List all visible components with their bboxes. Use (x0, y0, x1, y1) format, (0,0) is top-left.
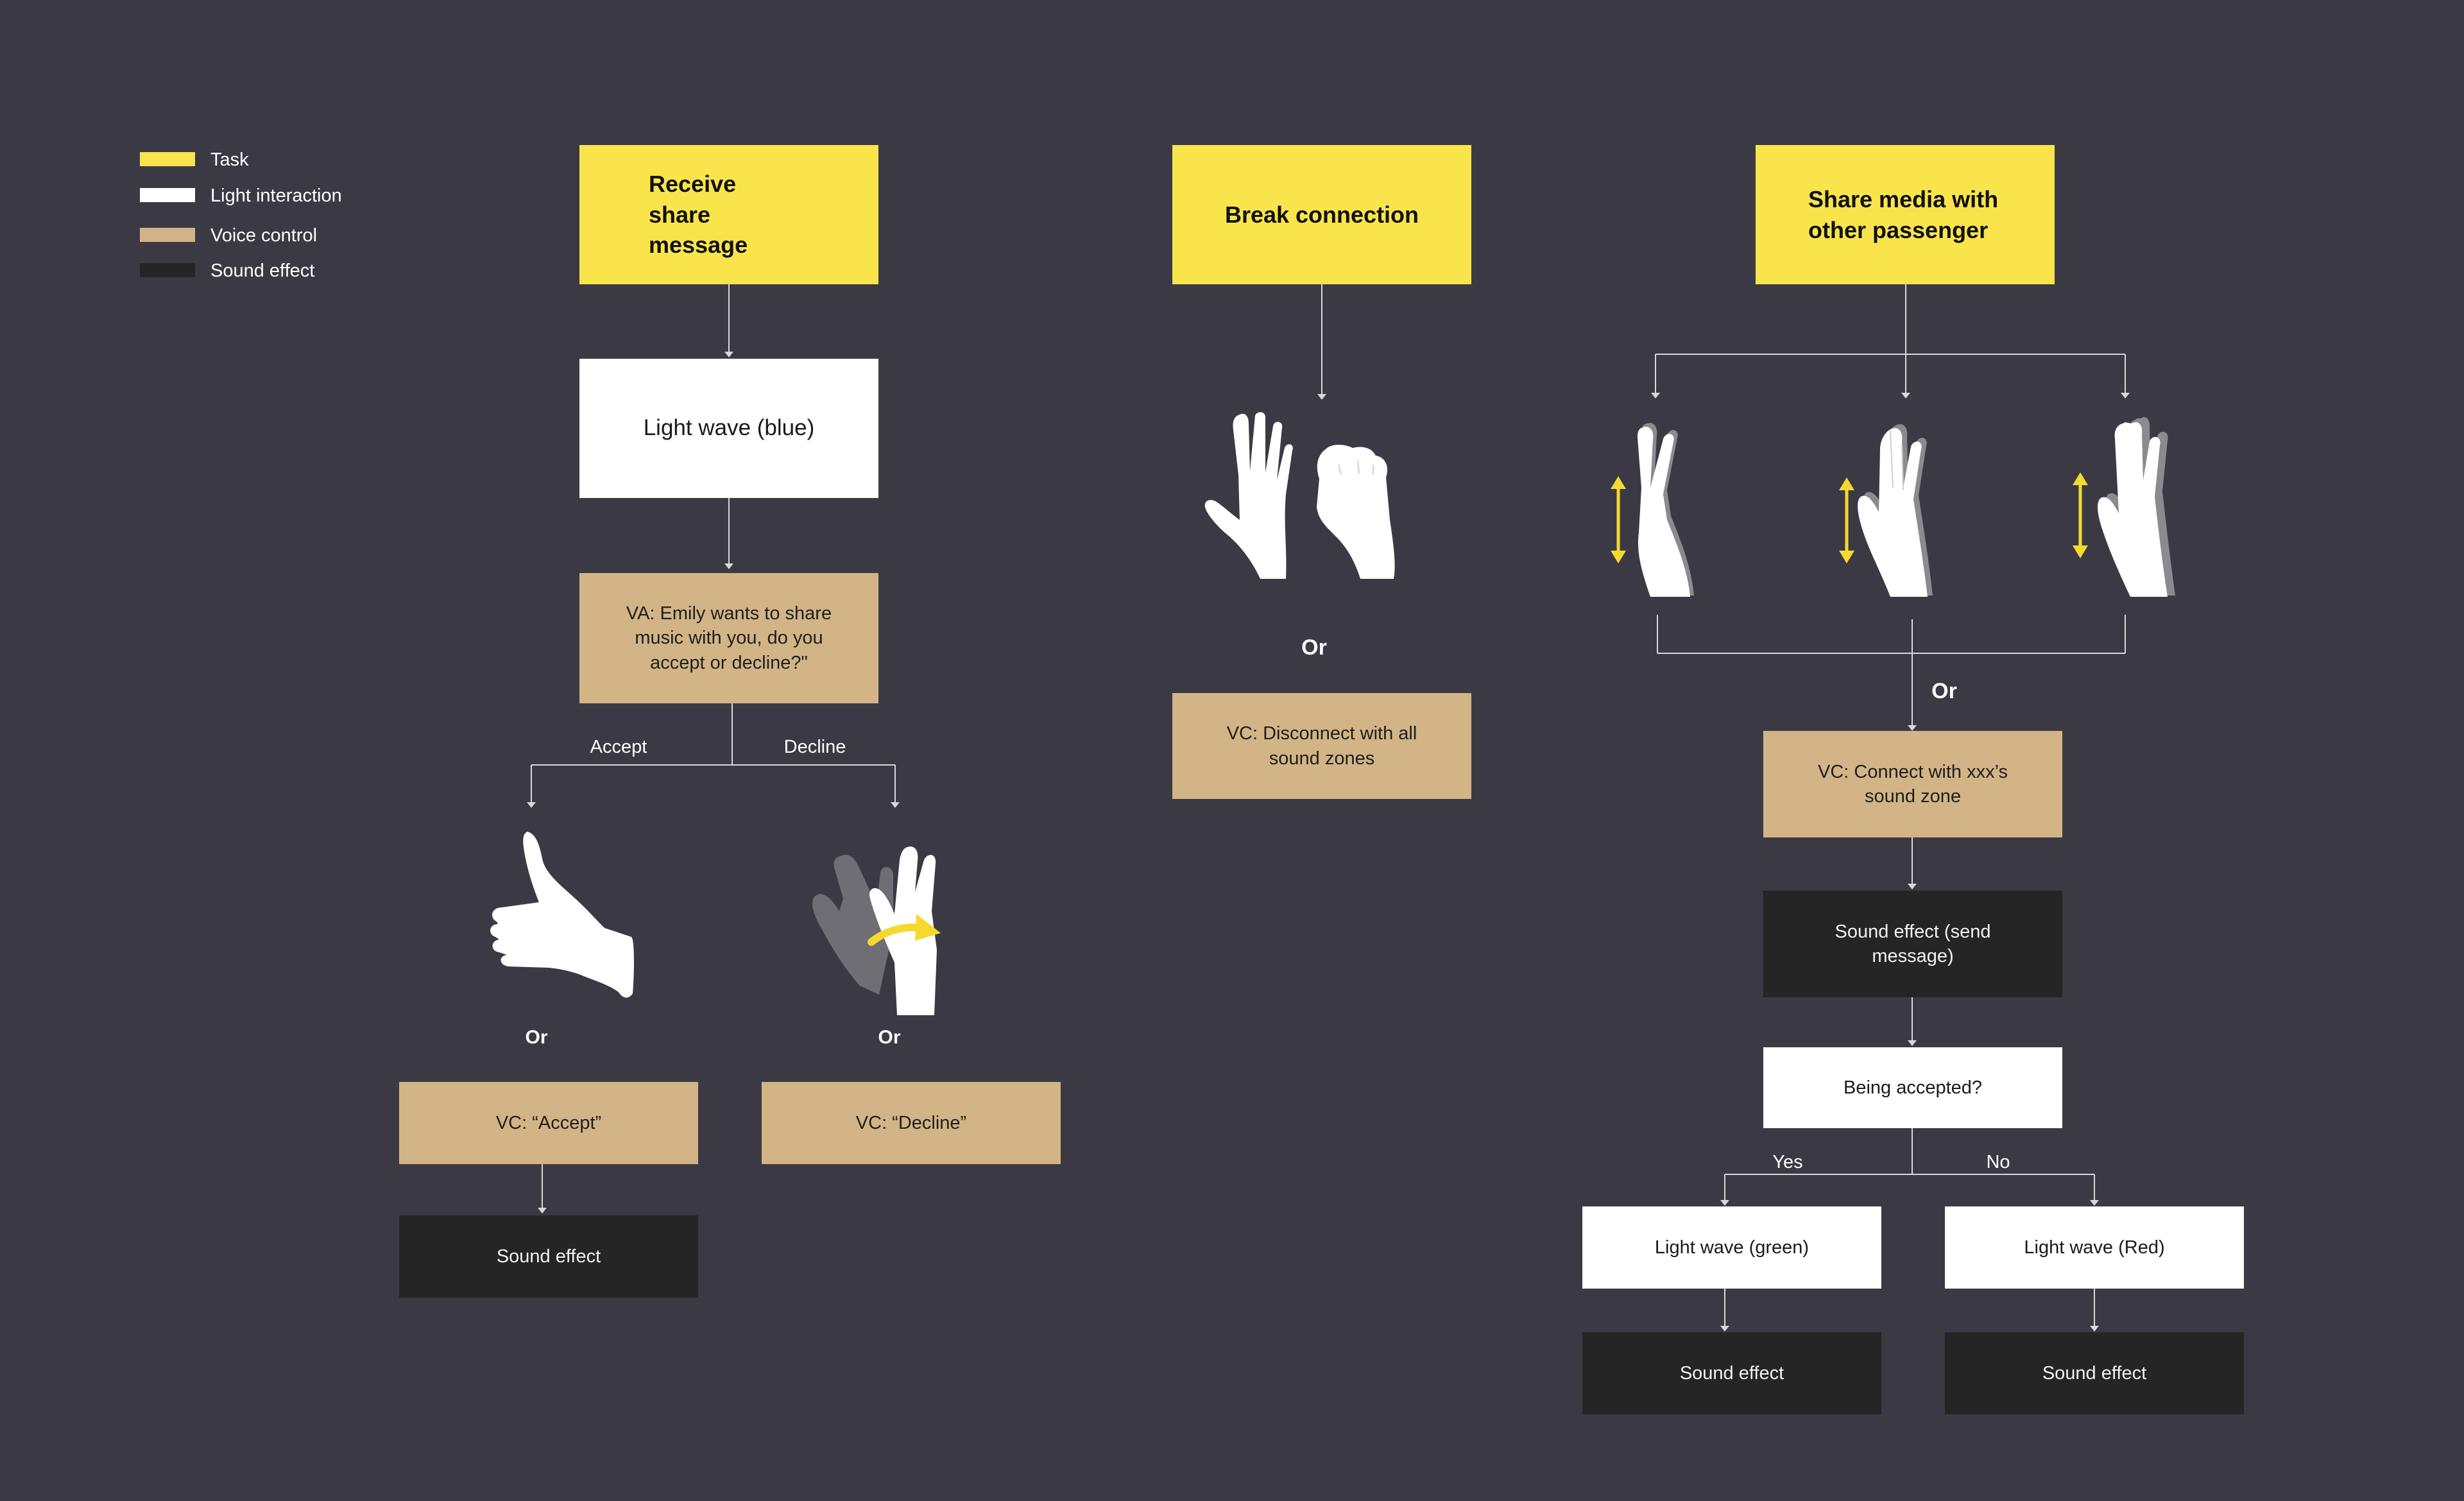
flow1-decline-label: Decline (783, 737, 846, 757)
flow3-light-green-box: Light wave (green) (1582, 1206, 1881, 1289)
flow3-light-red-box: Light wave (Red) (1945, 1206, 2244, 1289)
flow1-or-right: Or (878, 1027, 901, 1048)
legend-swatch-task (140, 152, 195, 166)
open-hand-and-fist-icon (1204, 411, 1403, 584)
legend-label-voice: Voice control (210, 225, 318, 246)
legend-label-task: Task (210, 150, 249, 170)
flow3-or: Or (1931, 679, 1957, 703)
flow1-light-box: Light wave (blue) (579, 359, 878, 498)
flow1-sound-box: Sound effect (399, 1215, 698, 1298)
flow1-voice-box: VA: Emily wants to share music with you,… (579, 573, 878, 703)
two-fingers-swipe-icon (1604, 420, 1726, 599)
three-fingers-swipe-icon (1833, 420, 1961, 599)
flow3-no-label: No (1986, 1152, 2010, 1172)
legend-swatch-sound (140, 263, 195, 277)
four-fingers-swipe-icon (2066, 411, 2194, 599)
flow3-vc-box: VC: Connect with xxx’s sound zone (1763, 731, 2062, 837)
flow3-sound-send-box: Sound effect (send message) (1763, 891, 2062, 997)
flow3-task-box: Share media with other passenger (1756, 145, 2055, 284)
flow1-task-box: Receive share message (579, 145, 878, 284)
flow1-or-left: Or (525, 1027, 548, 1048)
legend-label-sound: Sound effect (210, 261, 315, 281)
thumbs-up-icon (488, 832, 642, 999)
flow2-vc-box: VC: Disconnect with all sound zones (1172, 693, 1471, 799)
flow1-vc-accept-box: VC: “Accept” (399, 1082, 698, 1164)
hand-rotate-icon (809, 834, 956, 1020)
flow3-sound-left-box: Sound effect (1582, 1332, 1881, 1414)
flow3-yes-label: Yes (1772, 1152, 1803, 1172)
legend-swatch-voice (140, 228, 195, 242)
flow2-or: Or (1301, 635, 1327, 660)
flow1-vc-decline-box: VC: “Decline” (762, 1082, 1061, 1164)
flow3-sound-right-box: Sound effect (1945, 1332, 2244, 1414)
flow1-accept-label: Accept (590, 737, 647, 757)
legend-swatch-light (140, 188, 195, 202)
flow2-task-box: Break connection (1172, 145, 1471, 284)
flow3-question-box: Being accepted? (1763, 1047, 2062, 1128)
legend-label-light: Light interaction (210, 185, 342, 206)
